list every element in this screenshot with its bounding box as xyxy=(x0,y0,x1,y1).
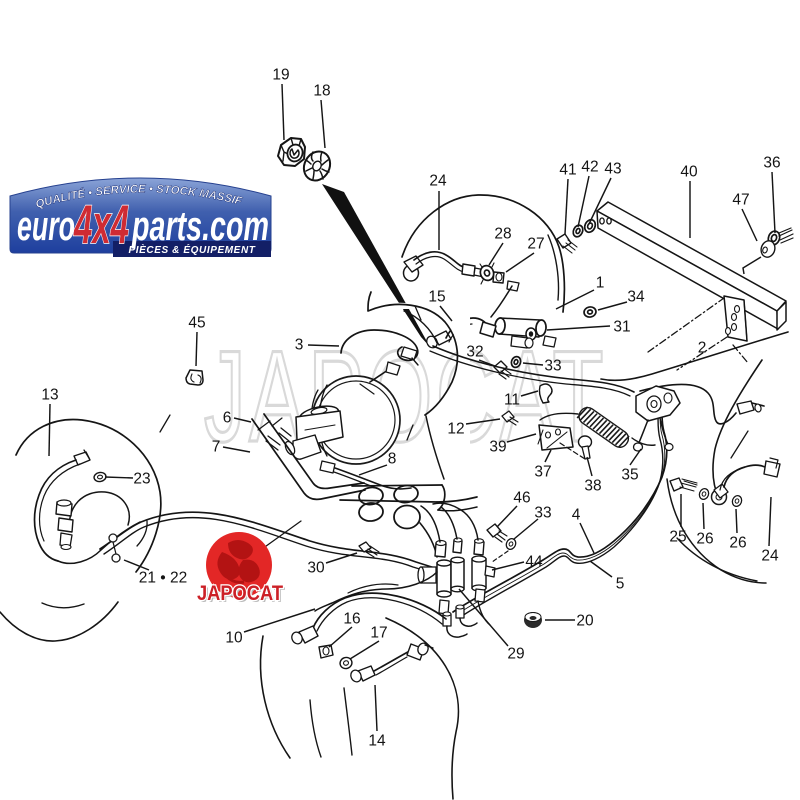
svg-text:20: 20 xyxy=(576,613,594,630)
svg-text:45: 45 xyxy=(188,315,205,332)
svg-text:33: 33 xyxy=(544,358,561,375)
svg-text:36: 36 xyxy=(763,155,780,172)
svg-text:1: 1 xyxy=(596,275,605,292)
svg-text:euro: euro xyxy=(17,202,75,249)
svg-text:7: 7 xyxy=(212,439,221,456)
svg-text:parts.com: parts.com xyxy=(131,202,269,249)
svg-text:34: 34 xyxy=(627,289,645,306)
svg-text:29: 29 xyxy=(507,646,524,663)
svg-text:25: 25 xyxy=(669,529,686,546)
svg-text:21 • 22: 21 • 22 xyxy=(139,570,188,587)
svg-text:8: 8 xyxy=(388,451,397,468)
svg-text:35: 35 xyxy=(621,467,638,484)
svg-text:47: 47 xyxy=(732,192,749,209)
svg-text:PIÈCES & ÉQUIPEMENT: PIÈCES & ÉQUIPEMENT xyxy=(129,243,256,256)
svg-text:26: 26 xyxy=(696,531,713,548)
svg-text:41: 41 xyxy=(559,162,576,179)
svg-text:44: 44 xyxy=(525,554,543,571)
svg-text:39: 39 xyxy=(489,439,506,456)
svg-text:4x4: 4x4 xyxy=(73,193,129,255)
svg-text:JAPOCAT: JAPOCAT xyxy=(199,584,285,607)
svg-text:40: 40 xyxy=(680,164,698,181)
svg-text:14: 14 xyxy=(368,733,386,750)
svg-text:15: 15 xyxy=(428,289,445,306)
svg-text:37: 37 xyxy=(534,464,551,481)
svg-text:33: 33 xyxy=(534,505,551,522)
svg-text:26: 26 xyxy=(729,535,746,552)
svg-text:27: 27 xyxy=(527,236,544,253)
svg-text:24: 24 xyxy=(429,173,447,190)
svg-text:16: 16 xyxy=(343,611,360,628)
svg-text:13: 13 xyxy=(41,387,58,404)
svg-text:11: 11 xyxy=(504,392,520,409)
svg-text:30: 30 xyxy=(307,560,325,577)
svg-text:23: 23 xyxy=(133,471,150,488)
svg-text:18: 18 xyxy=(313,83,330,100)
svg-text:4: 4 xyxy=(572,507,581,524)
svg-text:12: 12 xyxy=(447,421,464,438)
svg-text:19: 19 xyxy=(272,67,289,84)
svg-text:31: 31 xyxy=(613,319,630,336)
svg-text:32: 32 xyxy=(466,344,483,361)
svg-text:10: 10 xyxy=(225,630,243,647)
svg-text:24: 24 xyxy=(761,548,779,565)
svg-text:43: 43 xyxy=(604,161,621,178)
svg-text:28: 28 xyxy=(494,226,511,243)
svg-text:46: 46 xyxy=(513,490,530,507)
svg-text:42: 42 xyxy=(581,159,598,176)
svg-text:JAPOCAT: JAPOCAT xyxy=(197,582,283,605)
svg-text:6: 6 xyxy=(223,410,232,427)
svg-text:38: 38 xyxy=(584,478,601,495)
svg-text:17: 17 xyxy=(370,625,387,642)
svg-text:2: 2 xyxy=(698,340,707,357)
svg-text:5: 5 xyxy=(616,576,625,593)
svg-text:3: 3 xyxy=(295,337,304,354)
